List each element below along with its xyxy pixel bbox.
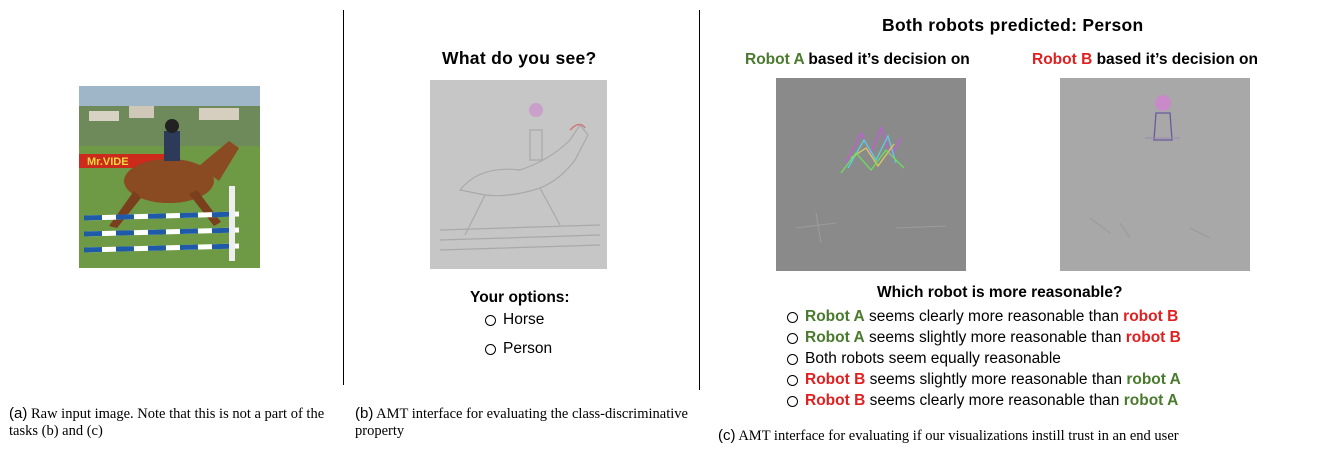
panel-c-title: Both robots predicted: Person: [882, 15, 1144, 35]
robot-b-decision-text: based it’s decision on: [1096, 51, 1258, 68]
caption-c-tag: (c): [718, 427, 736, 444]
option-person-label: Person: [503, 340, 553, 357]
caption-a-tag: (a): [9, 405, 28, 422]
choice-tail: robot B: [1125, 329, 1181, 346]
radio-icon[interactable]: [787, 353, 798, 365]
option-horse[interactable]: Horse: [485, 311, 544, 329]
radio-icon[interactable]: [787, 395, 798, 407]
choice-tail: robot B: [1123, 308, 1179, 325]
panel-divider-right: [699, 10, 700, 390]
robot-b-label: Robot B: [1032, 51, 1093, 68]
robot-a-visualization: [776, 78, 966, 271]
robot-b-visualization: [1060, 78, 1250, 271]
robot-a-label: Robot A: [745, 51, 805, 68]
choice-middle: seems slightly more reasonable than: [869, 329, 1122, 346]
radio-icon[interactable]: [787, 332, 798, 344]
choice-a-slightly[interactable]: Robot A seems slightly more reasonable t…: [787, 329, 1181, 347]
choice-equal[interactable]: Both robots seem equally reasonable: [787, 350, 1061, 368]
choice-tail: robot A: [1126, 371, 1181, 388]
option-horse-label: Horse: [503, 311, 545, 328]
question-text: Which robot is more reasonable?: [877, 284, 1123, 301]
choice-middle: Both robots seem equally reasonable: [805, 350, 1061, 367]
caption-b-tag: (b): [355, 405, 374, 422]
caption-c-text: AMT interface for evaluating if our visu…: [738, 428, 1179, 444]
choice-middle: seems clearly more reasonable than: [869, 392, 1120, 409]
caption-a-text: Raw input image. Note that this is not a…: [9, 406, 325, 439]
caption-b-text: AMT interface for evaluating the class-d…: [355, 406, 688, 439]
robot-b-heading: Robot B based it’s decision on: [1032, 51, 1258, 69]
choice-lead: Robot A: [805, 329, 865, 346]
choice-b-clearly[interactable]: Robot B seems clearly more reasonable th…: [787, 392, 1178, 410]
panel-divider-left: [343, 10, 344, 385]
svg-text:Mr.VIDE: Mr.VIDE: [87, 156, 129, 168]
choice-lead: Robot B: [805, 392, 866, 409]
caption-b: (b) AMT interface for evaluating the cla…: [355, 405, 695, 440]
radio-icon[interactable]: [485, 314, 496, 326]
raw-input-photo: Mr.VIDE: [79, 86, 260, 268]
choice-middle: seems slightly more reasonable than: [869, 371, 1123, 388]
panel-b-title: What do you see?: [442, 48, 597, 68]
radio-icon[interactable]: [787, 374, 798, 386]
choice-lead: Robot B: [805, 371, 866, 388]
radio-icon[interactable]: [787, 311, 798, 323]
choice-a-clearly[interactable]: Robot A seems clearly more reasonable th…: [787, 308, 1178, 326]
robot-a-decision-text: based it’s decision on: [808, 51, 970, 68]
choice-b-slightly[interactable]: Robot B seems slightly more reasonable t…: [787, 371, 1181, 389]
choice-tail: robot A: [1123, 392, 1179, 409]
your-options-label: Your options:: [470, 289, 570, 306]
option-person[interactable]: Person: [485, 340, 552, 358]
gradcam-visualization-b: [430, 80, 607, 269]
radio-icon[interactable]: [485, 343, 496, 355]
choice-middle: seems clearly more reasonable than: [869, 308, 1119, 325]
robot-a-heading: Robot A based it’s decision on: [745, 51, 970, 69]
caption-c: (c) AMT interface for evaluating if our …: [718, 427, 1318, 445]
caption-a: (a) Raw input image. Note that this is n…: [9, 405, 339, 440]
choice-lead: Robot A: [805, 308, 865, 325]
